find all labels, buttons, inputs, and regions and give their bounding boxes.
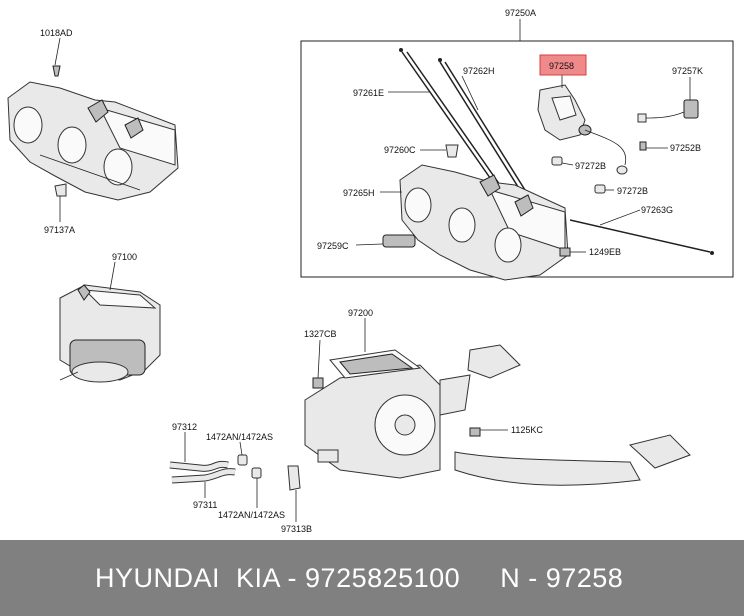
blower-unit [59,284,161,383]
label-97137A: 97137A [44,225,75,235]
label-97259C: 97259C [317,241,349,251]
screw-icon [639,141,647,151]
label-97311: 97311 [193,500,217,510]
label-97272B-b: 97272B [617,186,648,196]
parts-diagram-area: 1018AD 97137A 97100 97250A 97258 97257K … [7,8,734,534]
label-97272B-a: 97272B [575,161,606,171]
label-1472AN-a: 1472AN/1472AS [206,432,273,442]
label-97265H: 97265H [343,188,375,198]
screw-icon [52,65,61,77]
label-97250A: 97250A [505,8,536,18]
ducts-right [454,344,691,486]
label-97257K: 97257K [672,66,703,76]
label-97262H: 97262H [463,66,495,76]
label-97252B: 97252B [670,143,701,153]
label-97260C: 97260C [384,145,416,155]
hoses [169,454,301,491]
label-1249EB: 1249EB [589,247,621,257]
actuator-97258 [537,84,628,175]
label-97263G: 97263G [641,205,673,215]
clip-icon [445,144,459,158]
parts-diagram: 1018AD 97137A 97100 97250A 97258 97257K … [7,8,734,534]
label-1125KC: 1125KC [511,425,543,435]
label-1018AD: 1018AD [40,28,73,38]
label-97100: 97100 [112,252,137,262]
screw-icon [559,247,571,257]
control-panel-left [7,81,179,201]
heater-unit [304,349,471,479]
bulb-icon [551,156,563,166]
control-cables [399,48,714,255]
label-97258: 97258 [549,61,574,71]
label-97261E: 97261E [353,88,384,98]
control-panel-in-box [399,164,569,281]
label-97312: 97312 [172,422,197,432]
part-number-caption: HYUNDAI KIA - 9725825100 N - 97258 [95,562,624,593]
label-1327CB: 1327CB [304,329,337,339]
bulb-icon [594,184,606,194]
bolt-icon [312,377,324,389]
highlight-97258 [539,54,587,76]
clip-icon [54,183,67,197]
footer-bar: HYUNDAI KIA - 9725825100 N - 97258 [0,540,744,616]
label-1472AN-b: 1472AN/1472AS [218,510,285,520]
switch-icon [382,234,416,248]
label-97200: 97200 [348,308,373,318]
screw-icon [469,427,481,437]
sensor-97257K [637,99,699,123]
label-97313B: 97313B [281,524,312,534]
